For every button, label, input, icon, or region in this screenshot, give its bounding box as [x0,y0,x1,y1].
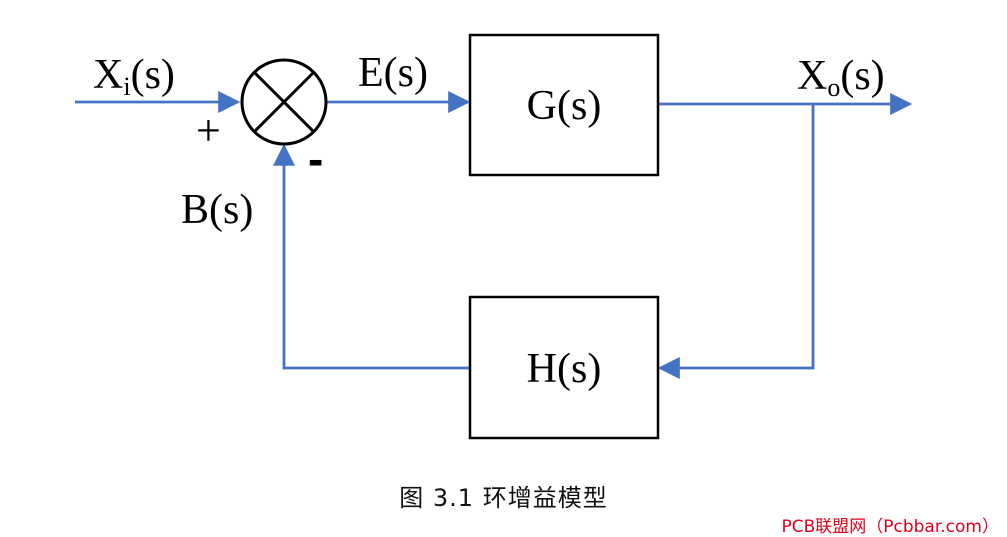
minus-sign: - [308,133,323,185]
feedback-signal-arrow [273,143,470,370]
plus-sign: + [196,106,221,155]
forward-block-label: G(s) [527,83,602,129]
input-signal-label: Xi(s) [93,52,175,101]
feedback-block [468,295,660,440]
figure-caption: 图 3.1 环增益模型 [399,484,608,512]
feedback-block-label: H(s) [527,346,602,392]
watermark-text: PCB联盟网（Pcbbar.com） [781,517,999,537]
feedback-signal-label: B(s) [181,187,253,233]
feedback-return-path [657,104,815,379]
summing-junction [240,58,328,146]
forward-block [468,33,660,177]
output-signal-label: Xo(s) [797,53,885,102]
error-signal-label: E(s) [358,50,428,96]
